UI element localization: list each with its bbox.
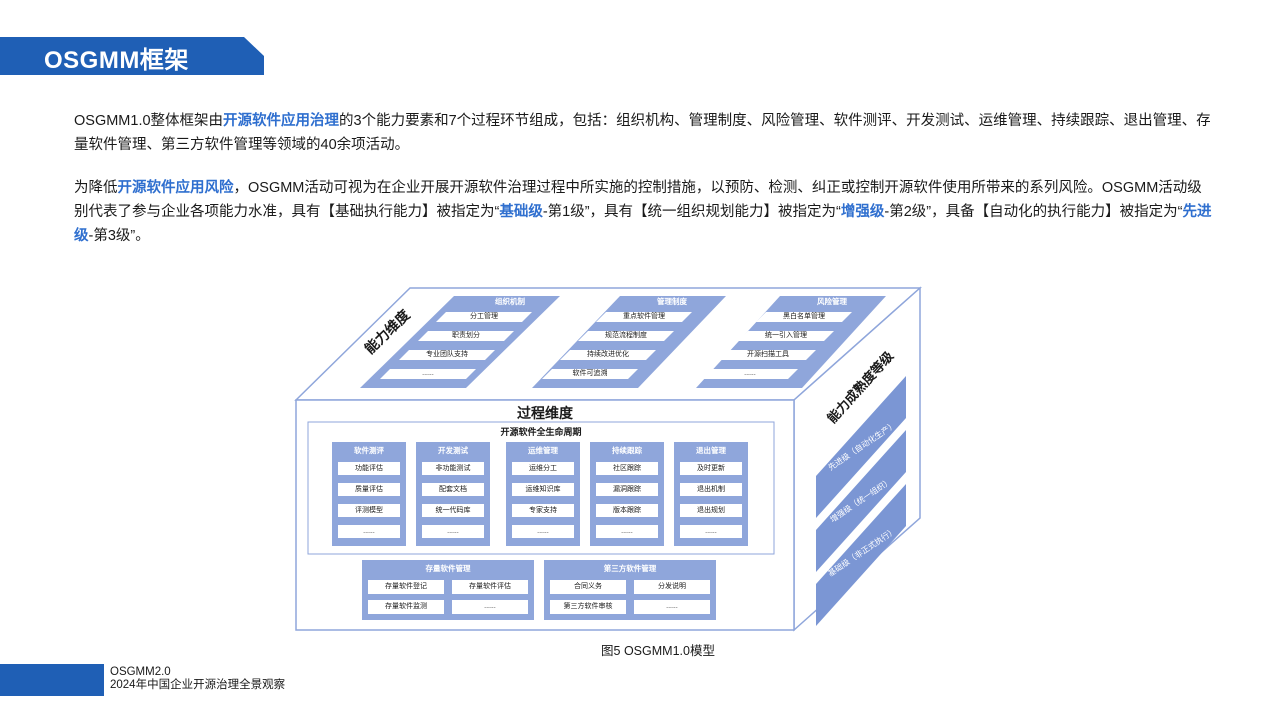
paragraph2-hl3: 增强级 [840, 204, 885, 220]
figure-caption: 图5 OSGMM1.0模型 [601, 644, 715, 658]
process-item: 统一代码库 [435, 507, 471, 514]
osgmm-model-diagram: 能力维度 组织机制 管理制度 风险管理 分工管理 职责划分 专业团队支持 ...… [294, 286, 924, 632]
top-item: 软件可追溯 [572, 370, 608, 377]
top-item: ...... [744, 370, 756, 377]
paragraph2-b: ，OSGMM活动可视为在企业开展开源软件治理过程中所实施的控制措施，以预防、检测… [74, 180, 1202, 220]
process-column-title: 软件测评 [354, 446, 384, 455]
paragraph2-a: 为降低 [74, 180, 118, 196]
paragraph2-hl1: 开源软件应用风险 [117, 180, 234, 196]
paragraph-framework: OSGMM1.0整体框架由开源软件应用治理的3个能力要素和7个过程环节组成，包括… [74, 109, 1214, 157]
top-group-title: 管理制度 [657, 297, 687, 306]
process-item: ...... [621, 528, 633, 535]
lifecycle-title: 开源软件全生命周期 [500, 427, 582, 437]
paragraph-levels: 为降低开源软件应用风险，OSGMM活动可视为在企业开展开源软件治理过程中所实施的… [74, 176, 1214, 248]
diagram-shapes [294, 286, 922, 632]
process-item: 配套文档 [439, 486, 467, 493]
footer-line2: 2024年中国企业开源治理全景观察 [110, 679, 286, 691]
process-column-title: 运维管理 [528, 446, 558, 455]
process-item: 及时更新 [697, 465, 725, 472]
footer-bar [0, 664, 104, 696]
process-item: ...... [363, 528, 375, 535]
process-item: 非功能测试 [435, 465, 471, 472]
top-item: 统一引入管理 [765, 332, 807, 339]
process-item: ...... [447, 528, 459, 535]
process-item: 运维知识库 [525, 486, 561, 493]
level-band-basic [816, 484, 906, 626]
top-item: ...... [422, 370, 434, 377]
level-band-advanced [816, 376, 906, 518]
paragraph2-d: -第2级”，具备【自动化的执行能力】被指定为“ [884, 204, 1183, 220]
process-column-title: 持续跟踪 [612, 446, 642, 455]
bottom-item: 存量软件监测 [385, 603, 427, 610]
title-bar: OSGMM框架 [0, 37, 264, 75]
paragraph2-hl2: 基础级 [499, 204, 543, 220]
top-group-title: 组织机制 [495, 297, 525, 306]
paragraph2-e: -第3级”。 [88, 228, 150, 244]
bottom-item: 存量软件评估 [469, 583, 511, 590]
page-title: OSGMM框架 [44, 47, 189, 74]
process-item: 功能评估 [355, 465, 383, 472]
paragraph1-post: 的3个能力要素和7个过程环节组成，包括：组织机构、管理制度、风险管理、软件测评、… [74, 113, 1211, 153]
top-item: 黑白名单管理 [783, 313, 825, 320]
bottom-item: ...... [666, 603, 678, 610]
process-item: 版本跟踪 [613, 507, 641, 514]
lifecycle-frame [307, 421, 775, 555]
paragraph2-hl4: 先进级 [74, 204, 1212, 244]
title-bar-shape [0, 37, 264, 75]
paragraph1-pre: OSGMM1.0整体框架由 [74, 113, 224, 129]
process-item: 退出规划 [697, 507, 725, 514]
top-item: 规范流程制度 [605, 332, 647, 339]
paragraph2-c: -第1级”，具有【统一组织规划能力】被指定为“ [542, 204, 841, 220]
bottom-item: 第三方软件审核 [563, 603, 613, 610]
process-item: 退出机制 [697, 486, 725, 493]
bottom-group-title: 存量软件管理 [425, 564, 471, 573]
top-item: 职责划分 [452, 332, 480, 339]
top-item: 分工管理 [470, 313, 498, 320]
bottom-item: ...... [484, 603, 496, 610]
top-item: 专业团队支持 [426, 351, 468, 358]
bottom-item: 存量软件登记 [385, 583, 427, 590]
bottom-item: 分发说明 [658, 583, 686, 590]
process-column-title: 退出管理 [696, 446, 726, 455]
footer-line1: OSGMM2.0 [110, 666, 171, 678]
top-item: 重点软件管理 [623, 313, 665, 320]
top-item: 开源扫描工具 [747, 351, 789, 358]
process-item: ...... [537, 528, 549, 535]
level-band-enhanced [816, 430, 906, 572]
top-group-title: 风险管理 [817, 297, 847, 306]
process-item: 运维分工 [529, 465, 557, 472]
paragraph1-highlight: 开源软件应用治理 [223, 113, 340, 129]
top-item: 持续改进优化 [587, 351, 629, 358]
process-item: 漏洞跟踪 [613, 486, 641, 493]
process-dimension-label: 过程维度 [517, 405, 573, 421]
process-item: 质量评估 [355, 486, 383, 493]
bottom-group-title: 第三方软件管理 [603, 564, 657, 573]
footer-text: OSGMM2.0 2024年中国企业开源治理全景观察 [110, 666, 285, 692]
process-item: 专家支持 [529, 507, 557, 514]
process-item: 评测模型 [355, 507, 383, 514]
process-item: ...... [705, 528, 717, 535]
bottom-item: 合同义务 [574, 583, 602, 590]
process-column-title: 开发测试 [438, 446, 468, 455]
process-item: 社区跟踪 [613, 465, 641, 472]
